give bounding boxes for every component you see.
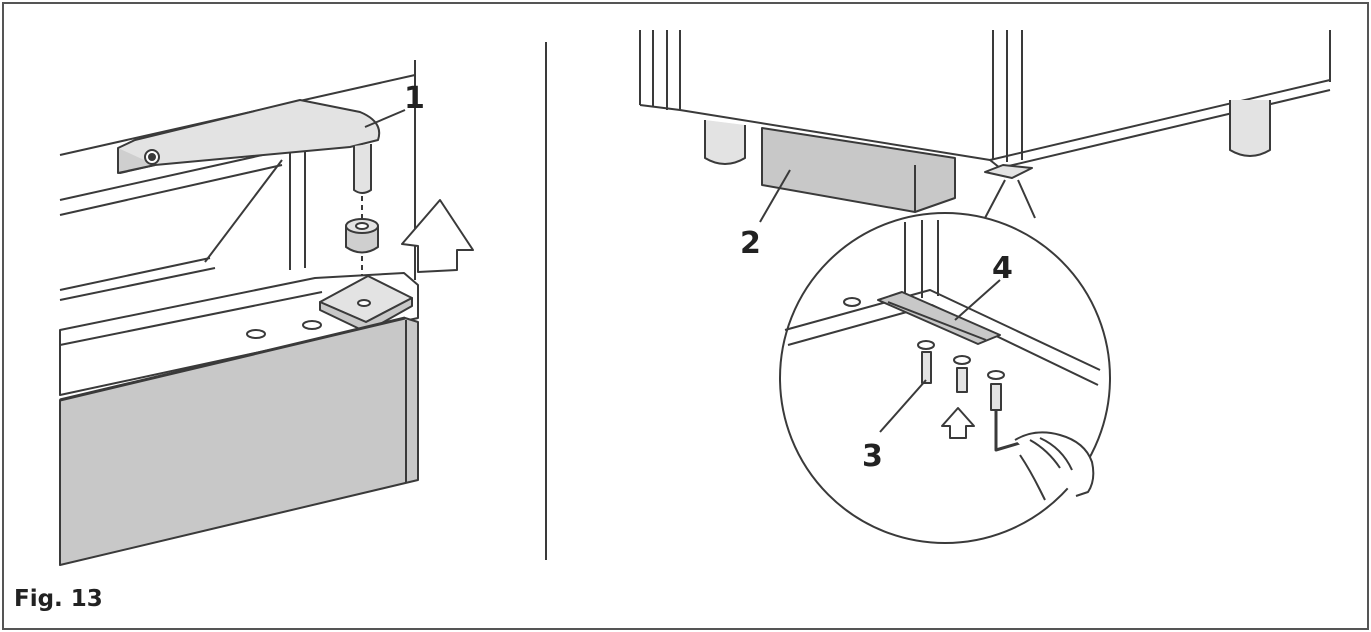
screw-3[interactable] bbox=[990, 383, 1002, 411]
left-foot bbox=[704, 120, 746, 165]
door-front-highlight bbox=[59, 316, 406, 402]
detail-vertical-edges bbox=[904, 220, 939, 300]
hinge-pin[interactable] bbox=[353, 144, 372, 194]
door-frame-line-2 bbox=[59, 164, 283, 216]
callout-3-label: 3 bbox=[862, 439, 883, 474]
screw-2[interactable] bbox=[956, 367, 968, 393]
door-screw-hole-2 bbox=[302, 320, 322, 330]
hinge-bracket[interactable] bbox=[117, 99, 381, 174]
detail-floor-line bbox=[784, 289, 1101, 371]
right-panel-bracket-detail bbox=[639, 30, 1331, 544]
up-arrow-icon bbox=[401, 199, 474, 273]
left-panel-hinge-detail bbox=[59, 60, 474, 566]
bottom-bracket-slot bbox=[887, 301, 987, 341]
washer-2 bbox=[953, 355, 971, 365]
corner-bracket bbox=[984, 164, 1033, 179]
callout-3-leader bbox=[879, 379, 927, 433]
bottom-bracket[interactable] bbox=[877, 291, 1001, 345]
hinge-bracket-face bbox=[117, 148, 156, 174]
washer-1 bbox=[917, 340, 935, 350]
door-frame-lower bbox=[59, 257, 211, 291]
plate-hole bbox=[357, 299, 371, 307]
small-up-arrow-icon bbox=[941, 407, 975, 439]
detail-magnifier bbox=[779, 212, 1111, 544]
cabinet-left-edges bbox=[639, 30, 681, 110]
lower-hinge-plate-side bbox=[319, 297, 413, 333]
callout-4-label: 4 bbox=[992, 251, 1013, 286]
spacer-washer-hole bbox=[355, 222, 369, 230]
callout-2-label: 2 bbox=[740, 226, 761, 261]
right-foot bbox=[1229, 100, 1271, 157]
screw-1[interactable] bbox=[921, 351, 932, 384]
cabinet-bottom-edge bbox=[639, 79, 1331, 161]
door-screw-hole-1 bbox=[246, 329, 266, 339]
figure-caption: Fig. 13 bbox=[14, 586, 103, 612]
door-frame-lower-2 bbox=[59, 267, 216, 301]
magnifier-connector bbox=[984, 179, 1036, 219]
base-block[interactable] bbox=[761, 127, 956, 213]
door-frame-diag bbox=[204, 159, 283, 263]
door-top-edge bbox=[59, 291, 323, 346]
callout-1-label: 1 bbox=[404, 81, 425, 116]
cabinet-corner-edges bbox=[992, 30, 1331, 162]
callout-2-leader bbox=[759, 169, 791, 223]
washer-3 bbox=[987, 370, 1005, 380]
callout-1-leader bbox=[364, 109, 406, 128]
callout-4-leader bbox=[954, 279, 1001, 321]
hinge-screw-inner bbox=[148, 153, 156, 161]
hand-icon bbox=[1014, 431, 1095, 501]
door-frame-line bbox=[59, 149, 286, 201]
detail-screw-head bbox=[843, 297, 861, 307]
